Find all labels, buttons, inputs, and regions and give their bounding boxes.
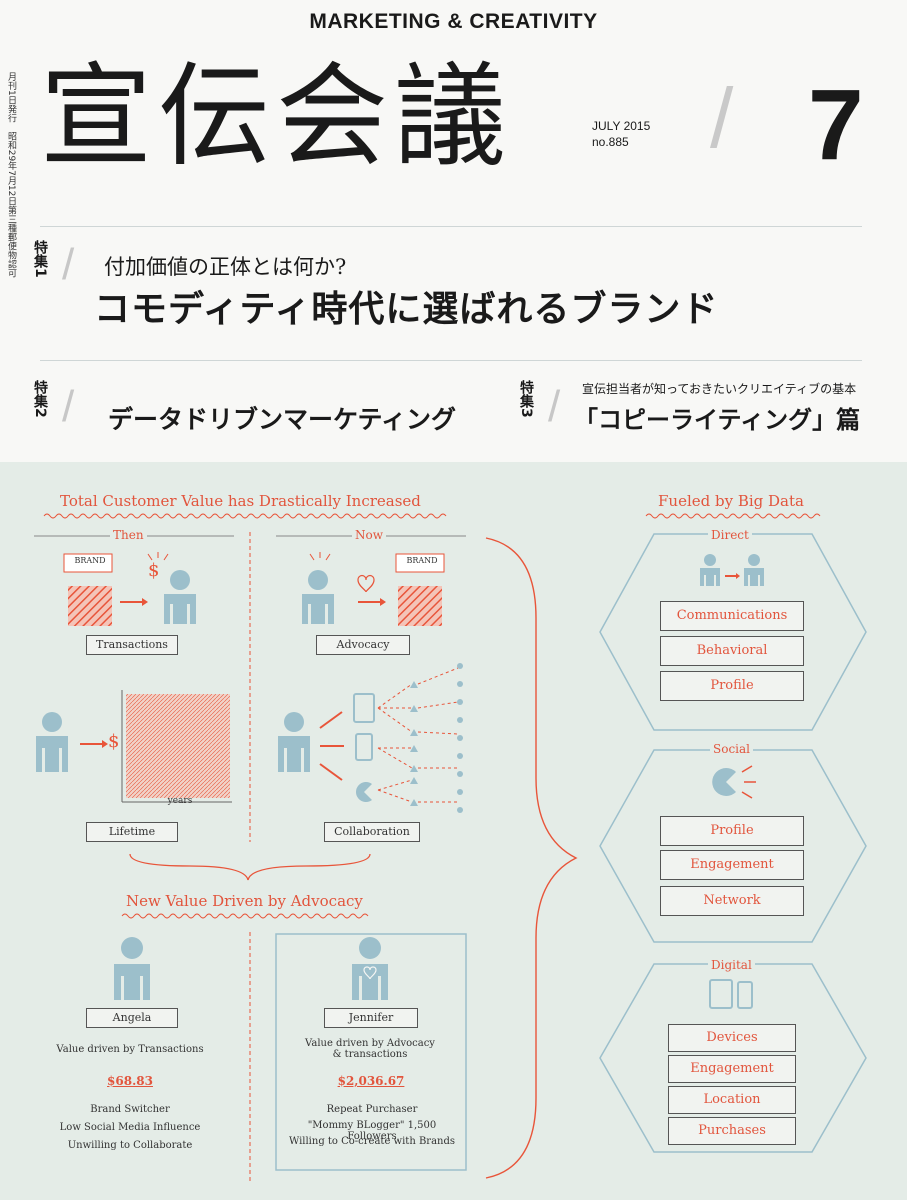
person-trait: Unwilling to Collaborate [67, 1140, 193, 1151]
feature3-tag: 特集3 [516, 380, 536, 418]
dollar-icon: $ [108, 731, 120, 752]
brand-block [398, 586, 442, 626]
title-wave [43, 513, 447, 519]
pacman-icon [712, 768, 736, 796]
collaboration-label: Collaboration [324, 822, 420, 842]
divider [40, 226, 862, 227]
feature3-tag-text: 特集3 [518, 380, 534, 418]
phone-icon [355, 733, 373, 761]
heart-icon [357, 574, 375, 593]
person-trait: Repeat Purchaser [326, 1104, 418, 1115]
tablet-icon [709, 979, 733, 1009]
hexagon-direct [599, 533, 867, 731]
highlight-frame [275, 933, 467, 1171]
person-icon [278, 712, 310, 772]
group-label-direct: Direct [708, 528, 752, 542]
feature1-headline: コモディティ時代に選ばれるブランド [94, 289, 719, 330]
feature1-slash: / [62, 240, 75, 289]
data-item: Behavioral [660, 636, 804, 666]
brand-block [68, 586, 112, 626]
feature1-tag: 特集1 [30, 240, 50, 278]
feature3-headline: 「コピーライティング」篇 [574, 406, 861, 434]
big-data-title: Fueled by Big Data [658, 492, 804, 510]
feature2-slash: / [62, 382, 75, 431]
issue-slash: / [710, 71, 734, 165]
feature1-tag-text: 特集1 [32, 240, 48, 278]
data-item: Network [660, 886, 804, 916]
person-icon [164, 570, 196, 624]
person-trait: "Mommy BLogger" 1,500 Followers [307, 1120, 437, 1142]
feature1-subtitle: 付加価値の正体とは何か? [104, 255, 347, 279]
issue-month: 7 [808, 69, 864, 181]
data-item: Engagement [668, 1055, 796, 1083]
person-value: $2,036.67 [337, 1074, 405, 1088]
pacman-icon [355, 782, 372, 802]
feature2-headline: データドリブンマーケティング [108, 405, 457, 434]
feature2-tag: 特集2 [30, 380, 50, 418]
person-trait: Willing to Co-create with Brands [288, 1136, 456, 1147]
person-icon [36, 712, 68, 772]
person-icon [114, 937, 150, 1000]
divider [40, 360, 862, 361]
person-trait: Brand Switcher [90, 1104, 170, 1115]
issue-number: no.885 [592, 135, 629, 149]
person-icon [352, 937, 388, 1000]
years-label: years [167, 796, 193, 806]
data-item: Devices [668, 1024, 796, 1052]
infographic-graphics [34, 513, 867, 1182]
person-desc: Value driven by Transactions [56, 1044, 204, 1055]
heart-icon [363, 966, 377, 980]
person-icon [744, 554, 764, 586]
hexagon-social [599, 749, 867, 943]
person-desc: Value driven by Advocacy & transactions [305, 1038, 435, 1060]
dollar-icon: $ [148, 560, 160, 581]
right-wave [645, 513, 821, 519]
data-item: Profile [660, 671, 804, 701]
lifetime-label: Lifetime [86, 822, 178, 842]
person-icon [302, 570, 334, 624]
phone-icon [737, 981, 753, 1009]
person-trait: Low Social Media Influence [59, 1122, 201, 1133]
value-title: Total Customer Value has Drastically Inc… [60, 492, 421, 510]
person-name-angela: Angela [86, 1008, 178, 1028]
feature2-tag-text: 特集2 [32, 380, 48, 418]
cover-top [0, 0, 907, 462]
now-label: Now [352, 528, 386, 542]
laptop-icon [353, 693, 375, 723]
person-name-jennifer: Jennifer [324, 1008, 418, 1028]
brand-tag-then: BRAND [74, 556, 106, 565]
tagline: MARKETING & CREATIVITY [309, 10, 598, 33]
lifetime-value-area [126, 694, 230, 798]
publication-note: 月刊1日発行 昭和29年7月12日第三種郵便物認可 [6, 72, 16, 278]
hexagon-digital [599, 963, 867, 1153]
issue-info: JULY 2015 no.885 [592, 118, 650, 150]
person-value: $68.83 [107, 1074, 153, 1088]
advocacy-wave [121, 913, 369, 919]
feature3-slash: / [548, 382, 561, 431]
data-item: Engagement [660, 850, 804, 880]
magazine-title: 宣伝会議 [40, 52, 512, 182]
issue-date: JULY 2015 [592, 119, 651, 133]
advocacy-title: New Value Driven by Advocacy [126, 892, 363, 910]
data-item: Purchases [668, 1117, 796, 1145]
person-icon [700, 554, 720, 586]
feature3-subtitle: 宣伝担当者が知っておきたいクリエイティブの基本 [582, 382, 857, 396]
data-item: Location [668, 1086, 796, 1114]
data-item: Communications [660, 601, 804, 631]
group-label-social: Social [710, 742, 753, 756]
data-item: Profile [660, 816, 804, 846]
transactions-label: Transactions [86, 635, 178, 655]
then-label: Then [110, 528, 147, 542]
advocacy-label: Advocacy [316, 635, 410, 655]
brand-tag-now: BRAND [406, 556, 438, 565]
group-label-digital: Digital [708, 958, 755, 972]
